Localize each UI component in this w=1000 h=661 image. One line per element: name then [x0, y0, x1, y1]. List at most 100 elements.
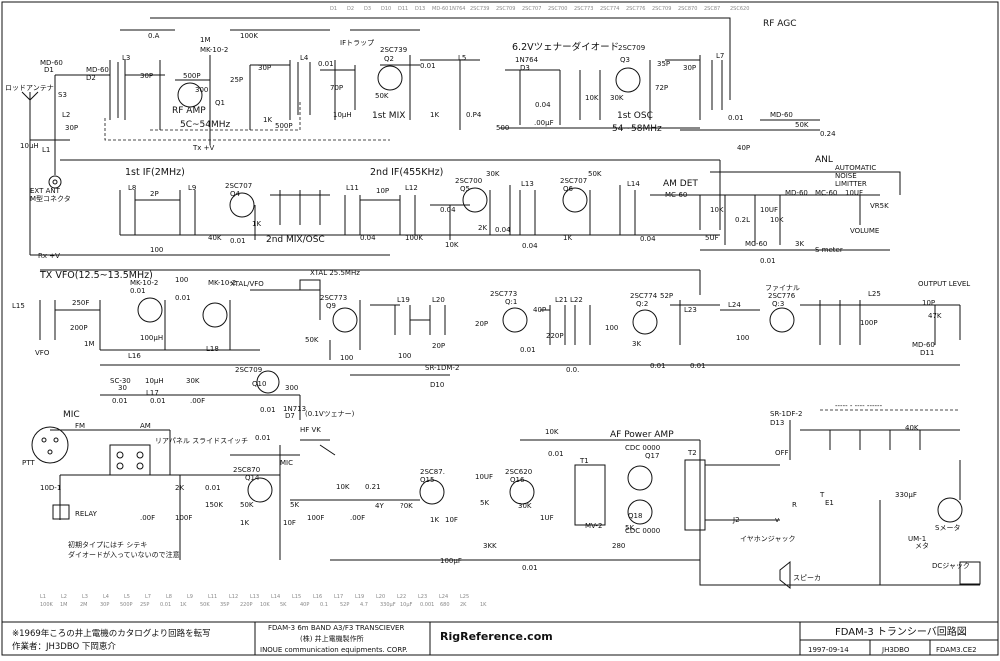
relay-symbol: RELAY: [52, 504, 98, 520]
footer-author: JH3DBO: [881, 646, 910, 654]
c-label: 72P: [655, 84, 668, 92]
l-label: L25: [868, 290, 881, 298]
anl-label: ANL: [815, 155, 833, 165]
sw-label: v: [775, 516, 779, 524]
value-ref: 2K: [460, 602, 467, 608]
transistor-ref: 2SC620: [730, 6, 749, 12]
coil-ref: L4: [103, 594, 109, 600]
diode-ref: D13: [415, 6, 425, 12]
c-label: 0.04: [440, 206, 456, 214]
r-label: 3KK: [483, 542, 497, 550]
zener-01-label: (0.1Vツェナー): [305, 410, 355, 418]
r-label: 1K: [252, 220, 261, 228]
l-label: L7: [716, 52, 724, 60]
mic-wiring: [50, 429, 281, 560]
antenna-symbol: ロッドアンテナ: [5, 84, 54, 112]
r-label: 0.A: [148, 32, 160, 40]
l-label: L2: [62, 111, 70, 119]
first-mix-stage: IFトラップ 0.01 70P 2SC739 Q2 50K 10μH 1st M…: [318, 39, 509, 132]
diode-ref: D11: [398, 6, 408, 12]
value-ref: 52P: [340, 602, 349, 608]
s-meter-line-label: S meter: [815, 246, 843, 254]
q-label: 2SC870: [233, 466, 260, 474]
value-ref: 1K: [480, 602, 487, 608]
s-meter-label: Sメータ: [935, 523, 960, 532]
transistor-ref: 2SC773: [574, 6, 593, 12]
c-label: 100μH: [140, 334, 163, 342]
value-ref: 1K: [180, 602, 187, 608]
r-label: 10K: [336, 483, 350, 491]
value-ref: 35P: [220, 602, 229, 608]
l-label: L9: [188, 184, 196, 192]
c-label: 0.01: [548, 450, 564, 458]
footer-company-en: INOUE communication equipments. CORP.: [260, 646, 408, 654]
value-ref: 10μF: [400, 602, 413, 608]
relay-label: RELAY: [75, 510, 98, 518]
r-label: 3K: [795, 240, 804, 248]
value-ref: 50K: [200, 602, 210, 608]
coil-ref: L12: [229, 594, 238, 600]
c-label: 0.01: [175, 294, 191, 302]
d-label: MD-60: [770, 111, 793, 119]
d-label: MK-10-2: [130, 279, 158, 287]
q-label: 2SC773: [490, 290, 517, 298]
d-label: MC-60: [745, 240, 767, 248]
hf-vk-label: HF VK: [300, 426, 321, 434]
l-label: L17: [146, 389, 159, 397]
first-if-label: 1st IF(2MHz): [125, 167, 185, 178]
c-label: 30P: [140, 72, 153, 80]
value-ref: 0.01: [160, 602, 171, 608]
coil-ref: L3: [82, 594, 88, 600]
c-label: 1UF: [540, 514, 554, 522]
rf-amp-range: 5C~54MHz: [180, 120, 231, 130]
q-label: 2SC707: [225, 182, 252, 190]
c-label: 0.04: [640, 235, 656, 243]
r-label: 300: [285, 384, 298, 392]
c-label: 10F: [283, 519, 296, 527]
r-label: 50K: [305, 336, 319, 344]
transistor-ref: 2SC776: [626, 6, 645, 12]
l-label: L16: [128, 352, 141, 360]
r-label: 30K: [518, 502, 532, 510]
r-label: 2K: [175, 484, 184, 492]
r-label: 3K: [632, 340, 641, 348]
c-label: 200P: [70, 324, 88, 332]
r-label: 2K: [478, 224, 487, 232]
l-label: L4: [300, 54, 309, 62]
d-label: MD-60: [912, 341, 935, 349]
value-ref: 500P: [120, 602, 133, 608]
d-label: MC-60: [665, 191, 687, 199]
c-label: 0.0.: [566, 366, 579, 374]
value-ref: 220P: [240, 602, 253, 608]
c-label: 5UF: [705, 234, 719, 242]
r-label: 40K: [905, 424, 919, 432]
sw-label: ----- - ---- ------: [835, 402, 883, 410]
q-label: 2SC707: [560, 177, 587, 185]
c-label: 20P: [475, 320, 488, 328]
coil-ref: L20: [376, 594, 385, 600]
l-label: L11: [346, 184, 359, 192]
sw-label: S3: [58, 91, 67, 99]
sw-label: XTAL/VFO: [230, 280, 264, 288]
c-label: 40P: [737, 144, 750, 152]
r-label: 10K: [585, 94, 599, 102]
q-label: 2SC776: [768, 292, 796, 300]
q-label: Q14: [245, 474, 260, 482]
r-label: 50K: [240, 501, 254, 509]
transistor-ref: 2SC707: [522, 6, 541, 12]
speaker-label: スピーカ: [793, 574, 821, 582]
l-label: L14: [627, 180, 640, 188]
l-label: L24: [728, 301, 741, 309]
second-if-label: 2nd IF(455KHz): [370, 167, 443, 178]
l-label: 10μH: [145, 377, 164, 385]
q-label: CDC 0000: [625, 444, 660, 452]
l-label: L13: [521, 180, 534, 188]
ptt-label: PTT: [22, 459, 35, 467]
diode-ref: D1: [330, 6, 337, 12]
footer-company-jp: (株) 井上電機製作所: [300, 634, 364, 643]
r-label: 40K: [208, 234, 222, 242]
r-label: 4Y: [375, 502, 384, 510]
c-label: 10UF: [475, 473, 493, 481]
c-label: 0.24: [820, 130, 836, 138]
